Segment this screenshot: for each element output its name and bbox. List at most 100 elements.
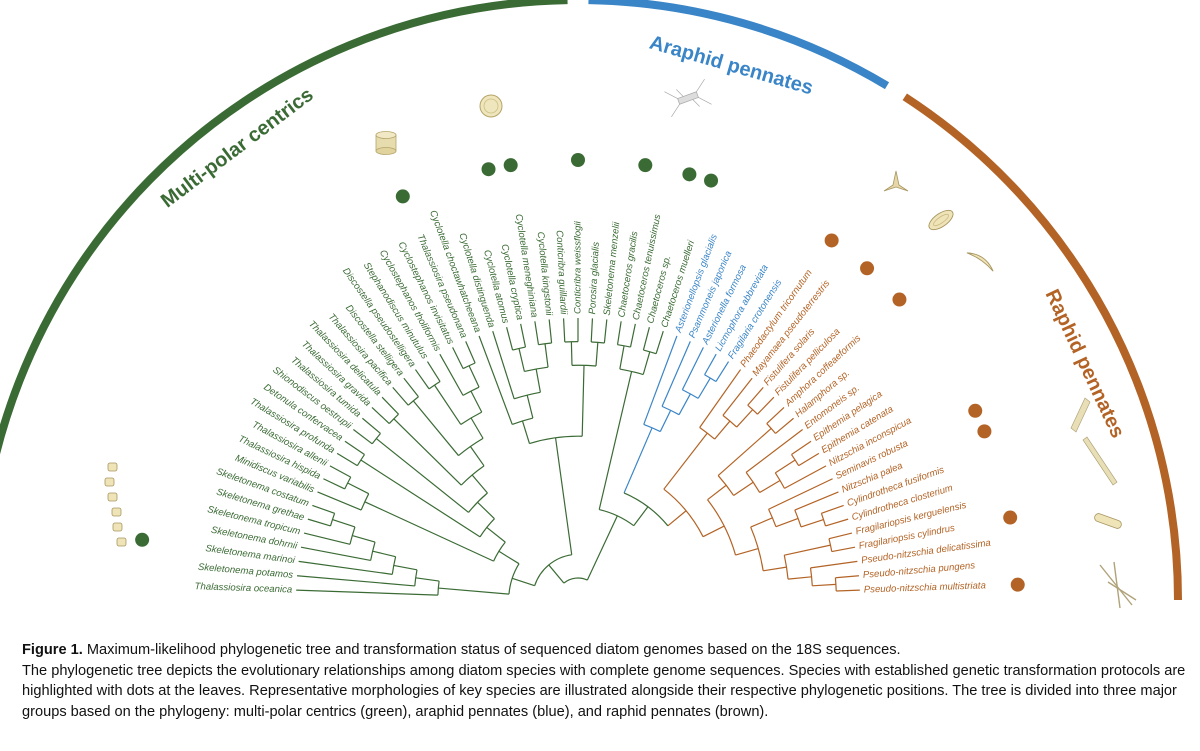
tree-branch	[428, 381, 441, 390]
group-arcs	[0, 0, 1182, 601]
tree-branch	[775, 517, 799, 528]
tree-branch	[736, 409, 754, 428]
tree-branch	[661, 341, 691, 407]
group-arc-1	[588, 0, 890, 90]
leaf-label: Pseudo-nitzschia multistriata	[864, 580, 986, 595]
tree-branch	[414, 369, 430, 390]
tree-branch	[300, 546, 371, 562]
tree-branch	[757, 396, 775, 415]
tree-branch	[825, 518, 849, 527]
transformation-dot	[977, 424, 992, 439]
tree-branch	[524, 366, 549, 373]
tree-branch	[470, 417, 484, 439]
tree-branch	[763, 566, 787, 572]
tree-branch	[526, 394, 534, 419]
tree-branch	[835, 575, 860, 579]
tree-branch	[563, 577, 588, 584]
tree-branch	[678, 393, 691, 415]
tree-branch	[470, 390, 483, 413]
tree-branch	[775, 417, 794, 434]
tree-branch	[296, 575, 415, 587]
leaf-label: Porosira glacialis	[587, 241, 602, 314]
transformation-dot	[1010, 577, 1025, 592]
tree-branch	[733, 481, 754, 496]
transformation-dot	[135, 532, 150, 547]
tree-branch	[766, 406, 785, 425]
tree-branch	[512, 577, 535, 587]
tree-branch	[534, 321, 540, 345]
tree-branch	[784, 465, 827, 489]
tree-branch	[360, 459, 481, 538]
transformation-dot	[481, 162, 496, 177]
group-arc-2	[902, 93, 1182, 601]
tree-branch	[745, 429, 803, 473]
transformation-dot	[704, 173, 719, 188]
tree-branch	[707, 484, 727, 501]
tree-branch	[783, 555, 789, 580]
tree-branch	[699, 369, 742, 428]
tree-branch	[717, 475, 735, 496]
tree-branch	[717, 428, 772, 476]
tree-branch	[722, 377, 753, 416]
tree-branch	[434, 384, 462, 425]
transformation-dot	[824, 233, 839, 248]
tree-branch	[598, 371, 633, 510]
tree-branch	[393, 564, 418, 571]
pseudo-nitzschia-chain-icon	[1099, 561, 1137, 609]
tree-branch	[663, 432, 708, 490]
phylogenetic-tree-figure: Multi-polar centrics Araphid pennates Ra…	[0, 0, 1182, 609]
tree-branch	[347, 482, 370, 495]
tree-branch	[513, 391, 541, 400]
tree-branch	[759, 479, 781, 494]
tree-branch	[477, 501, 495, 520]
tree-branch	[468, 365, 480, 388]
tree-branch	[469, 446, 485, 467]
tree-branch	[642, 351, 651, 375]
tree-branch	[774, 472, 786, 489]
leaf-label: Skeletonema potamos	[197, 562, 293, 581]
needle-cell-icon	[1070, 397, 1118, 486]
tree-branch	[296, 589, 438, 596]
oval-cell-icon	[928, 209, 954, 231]
tree-branch	[415, 577, 440, 582]
caption-body: The phylogenetic tree depicts the evolut…	[22, 662, 1186, 720]
tree-branch	[303, 532, 351, 545]
transformation-dot	[682, 167, 697, 182]
tree-branch	[465, 341, 476, 364]
tree-branch	[452, 347, 464, 369]
tree-branch	[364, 501, 494, 562]
tree-branch	[403, 377, 419, 398]
tree-branch	[794, 491, 839, 511]
tree-branch	[392, 386, 409, 406]
tree-branch	[460, 411, 483, 425]
leaf-label: Thalassiosira oceanica	[194, 581, 292, 595]
tree-branch	[492, 331, 515, 399]
disc-cell-icon	[479, 94, 503, 118]
caption-title: Maximum-likelihood phylogenetic tree and…	[86, 642, 901, 658]
tree-branch	[798, 452, 820, 467]
tree-branch	[681, 347, 704, 391]
caption-label: Figure 1.	[22, 642, 83, 658]
tree-branch	[438, 587, 510, 595]
transformation-dot	[503, 158, 518, 173]
leaf-label: Conticribra weissflogii	[573, 220, 584, 314]
tree-branch	[774, 459, 796, 474]
transformation-dot	[571, 153, 585, 167]
tree-branch	[704, 353, 717, 376]
crescent-cell-icon	[966, 252, 994, 272]
tree-branch	[352, 534, 376, 543]
tree-branch	[655, 331, 664, 354]
tree-branch	[372, 550, 396, 558]
tree-branch	[393, 418, 462, 486]
tree-branch	[629, 323, 636, 348]
tree-branch	[562, 318, 566, 343]
cylinder-cell-icon	[375, 131, 397, 155]
tree-branch	[616, 321, 622, 345]
tree-branch	[784, 544, 831, 556]
tree-branch	[460, 465, 485, 486]
tree-branch	[439, 353, 464, 396]
tree-branch	[697, 377, 711, 399]
tree-branch	[506, 327, 514, 351]
tree-branch	[412, 400, 459, 456]
transformation-dot	[1003, 510, 1018, 525]
